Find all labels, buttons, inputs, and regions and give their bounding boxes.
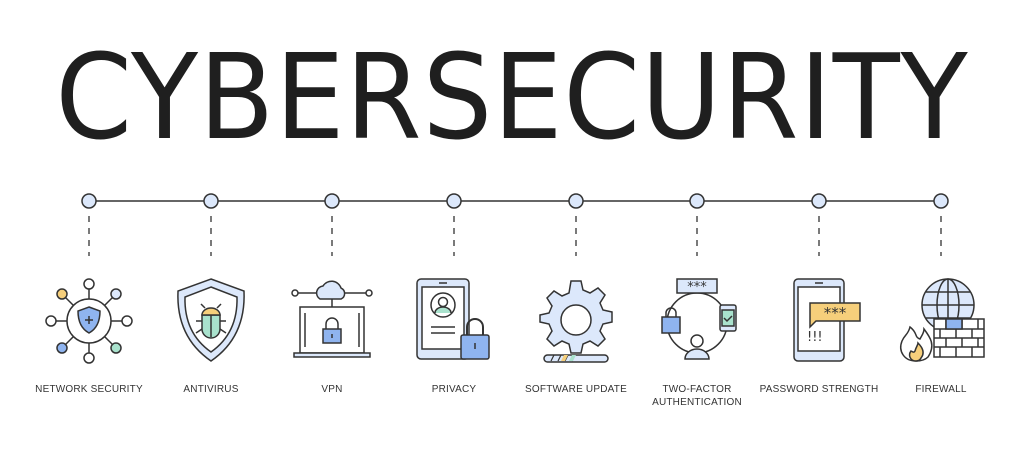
phone-password-icon: *** !!!: [793, 278, 861, 362]
timeline-node: [689, 193, 705, 209]
item-label: ANTIVIRUS: [183, 384, 239, 395]
timeline-node: [568, 193, 584, 209]
gear-progress-icon: [539, 280, 613, 363]
timeline-node: [324, 193, 340, 209]
svg-text:***: ***: [824, 304, 847, 322]
timeline: [81, 193, 949, 256]
item-network-security: NETWORK SECURITY: [24, 275, 154, 396]
laptop-cloud-lock-icon: [291, 280, 373, 358]
timeline-node: [811, 193, 827, 209]
timeline-node: [203, 193, 219, 209]
shield-bug-icon: [177, 278, 245, 362]
globe-wall-fire-icon: [900, 278, 985, 362]
item-vpn: VPN: [267, 275, 397, 396]
item-privacy: PRIVACY: [389, 275, 519, 396]
phone-profile-lock-icon: [416, 278, 490, 360]
item-password-strength: *** !!! PASSWORD STRENGTH: [754, 275, 884, 396]
item-label: VPN: [321, 384, 343, 395]
item-label: FIREWALL: [915, 384, 967, 395]
timeline-node: [81, 193, 97, 209]
timeline-node: [933, 193, 949, 209]
item-firewall: FIREWALL: [876, 275, 1006, 396]
item-label: NETWORK SECURITY: [35, 384, 143, 395]
page-title: CYBERSECURITY: [55, 28, 969, 166]
timeline-node: [446, 193, 462, 209]
item-label: SOFTWARE UPDATE: [525, 384, 627, 395]
svg-text:!!!: !!!: [807, 330, 823, 345]
svg-text:***: ***: [687, 280, 707, 295]
item-label: PASSWORD STRENGTH: [759, 384, 879, 395]
network-shield-icon: [45, 278, 133, 364]
item-software-update: SOFTWARE UPDATE: [511, 275, 641, 396]
item-label: PRIVACY: [431, 384, 477, 395]
item-antivirus: ANTIVIRUS: [146, 275, 276, 396]
two-factor-icon: ***: [661, 278, 737, 360]
